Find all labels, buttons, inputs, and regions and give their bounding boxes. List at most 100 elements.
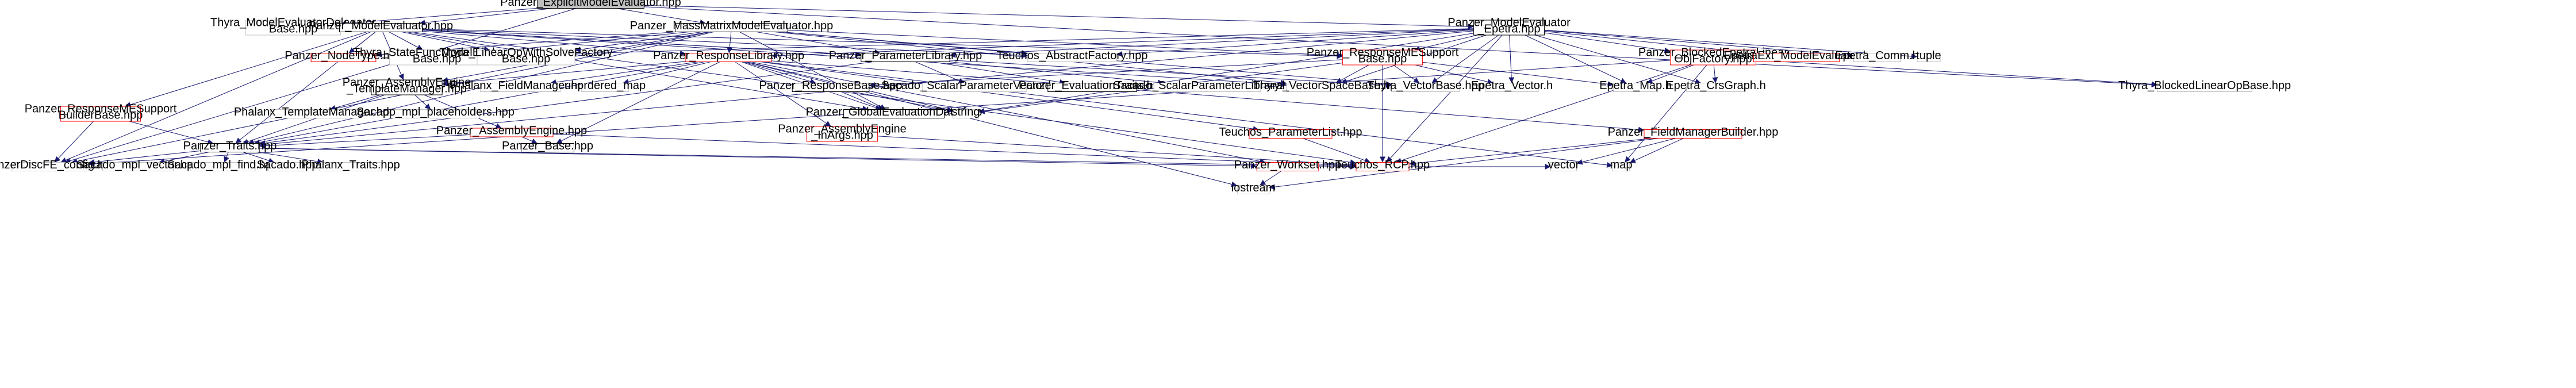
node-panzer-config[interactable]: PanzerDiscFE_config.hpp [0, 159, 117, 171]
node-unordered-map[interactable]: unordered_map [565, 79, 646, 92]
node-panzer-traits[interactable]: Panzer_Traits.hpp [183, 140, 277, 152]
node-box [1550, 162, 1577, 171]
node-box [675, 23, 788, 32]
node-node-type[interactable]: Panzer_NodeType.hpp [285, 49, 402, 62]
edge-massMatrix-to-responseLibrary [727, 32, 733, 53]
node-box [390, 109, 481, 118]
edge-epetraME-to-epetraMap [1525, 34, 1627, 83]
node-evaluation-traits[interactable]: Panzer_EvaluationTraits.hpp [1019, 79, 1166, 92]
edge-responseMESupport-to-thyraVectorSpace [1335, 64, 1369, 83]
node-mass-matrix[interactable]: Panzer_MassMatrixModelEvaluator.hpp [630, 20, 834, 32]
node-label: _TemplateManager.hpp [346, 83, 467, 95]
node-sacado-scalar-param-library[interactable]: Sacado_ScalarParameterLibrary.hpp [1113, 79, 1302, 92]
edge-epetraME-to-string [978, 33, 1474, 114]
edge-responseLibrary-to-phalanxFieldManager [550, 62, 699, 86]
node-sacado-mpl-placeholders[interactable]: Sacado_mpl_placeholders.hpp [356, 106, 515, 118]
node-epetra-crs-graph[interactable]: Epetra_CrsGraph.h [1666, 79, 1765, 92]
node-box [1644, 129, 1742, 139]
node-box [806, 126, 878, 142]
node-epetra-map[interactable]: Epetra_Map.h [1599, 79, 1672, 92]
node-box [480, 83, 560, 92]
node-epetra-vector[interactable]: Epetra_Vector.h [1471, 79, 1553, 92]
node-global-eval-data[interactable]: Panzer_GlobalEvaluationData.hpp [806, 106, 982, 118]
node-label: Base.hpp [269, 23, 318, 36]
node-string[interactable]: string [952, 106, 980, 118]
node-label: Panzer_NodeType.hpp [285, 49, 402, 62]
edge-responseLibrary-to-teuchosParamList [760, 62, 1259, 132]
node-sacado-mpl-find[interactable]: Sacado_mpl_find.hpp [167, 159, 278, 171]
dependency-nodes: Panzer_ExplicitModelEvaluator.hppThyra_M… [0, 0, 2291, 194]
node-label: Panzer_ResponseMESupport [25, 103, 177, 116]
node-sacado[interactable]: Sacado.hpp [257, 159, 318, 171]
node-epetra-m-e[interactable]: Panzer_ModelEvaluator_Epetra.hpp [1448, 17, 1571, 36]
node-teuchos-r-c-p[interactable]: Teuchos_RCP.hpp [1335, 159, 1430, 171]
node-label: Panzer_ResponseBase.hpp [759, 79, 902, 92]
node-box [1473, 20, 1545, 36]
node-epetra-comm[interactable]: Epetra_Comm.h [1835, 49, 1919, 62]
node-root[interactable]: Panzer_ExplicitModelEvaluator.hpp [500, 0, 681, 9]
node-tuple[interactable]: tuple [1916, 49, 1941, 62]
node-panzer-base[interactable]: Panzer_Base.hpp [502, 140, 593, 152]
edge-epetraME-to-paramLibrary [950, 29, 1474, 58]
node-thyra-vector-space[interactable]: Thyra_VectorSpaceBase.hpp [1253, 79, 1403, 92]
node-phalanx-field-manager[interactable]: Phalanx_FieldManager.hpp [450, 79, 590, 92]
node-response-base[interactable]: Panzer_ResponseBase.hpp [759, 79, 902, 92]
edge-panzerTraits-to-teuchosRCP [259, 148, 1357, 170]
node-assembly-in-args[interactable]: Panzer_AssemblyEngine_InArgs.hpp [778, 123, 906, 142]
edge-panzerTraits-to-sacadoMplVector [159, 152, 209, 164]
node-map[interactable]: map [1610, 159, 1633, 171]
node-abstract-factory[interactable]: Teuchos_AbstractFactory.hpp [996, 49, 1147, 62]
edge-paramLibrary-to-evaluationTraits [932, 62, 1066, 85]
edge-paramLibrary-to-sacadoScalarParamVector [915, 62, 965, 84]
node-field-manager-builder[interactable]: Panzer_FieldManagerBuilder.hpp [1608, 126, 1779, 139]
node-thyra-blocked-linear-op[interactable]: Thyra_BlockedLinearOpBase.hpp [2118, 79, 2291, 92]
edge-epetraME-to-thyraStateFunc [484, 28, 1474, 59]
edge-paramLibrary-to-panzerTraits [259, 62, 873, 146]
edge-responseMEBuilder-to-panzerConfig [54, 121, 94, 163]
edge-blockedEpetra-to-epetraCrsGraph [1712, 64, 1718, 83]
edge-fieldManagerBuilder-to-map [1629, 138, 1684, 163]
node-thyra-vector-base[interactable]: Thyra_VectorBase.hpp [1367, 79, 1484, 92]
edge-panzerME-to-thyraStateFunc [389, 32, 423, 51]
node-label: Sacado.hpp [257, 159, 318, 171]
node-box [1391, 83, 1460, 92]
node-panzer-workset[interactable]: Panzer_Workset.hpp [1234, 159, 1341, 171]
node-label: _Epetra.hpp [1477, 23, 1541, 36]
edge-responseLibrary-to-unorderedMap [623, 62, 711, 85]
node-label: string [952, 106, 980, 118]
node-label: Teuchos_AbstractFactory.hpp [996, 49, 1147, 62]
node-box [1853, 53, 1901, 62]
node-label: Epetra_Vector.h [1471, 79, 1553, 92]
node-phalanx-template-manager[interactable]: Phalanx_TemplateManager.hpp [234, 106, 396, 118]
edge-panzerME-to-panzerTraits [235, 32, 376, 144]
edge-panzerTraits-to-panzerWorkset [259, 148, 1257, 169]
node-sacado-scalar-param-vector[interactable]: Sacado_ScalarParameterVector.hpp [881, 79, 1068, 92]
node-iostream[interactable]: iostream [1231, 182, 1276, 194]
node-vector[interactable]: vector [1548, 159, 1580, 171]
node-teuchos-param-list[interactable]: Teuchos_ParameterList.hpp [1219, 126, 1362, 139]
node-label: Panzer_AssemblyEngine [778, 123, 906, 136]
edge-blockedEpetra-to-teuchosRCP [1395, 64, 1691, 164]
edge-assemblyTemplate-to-sacadoMplPlaceholders [414, 94, 431, 110]
edge-teuchosParamList-to-teuchosRCP [1302, 138, 1371, 163]
edge-massMatrix-to-responseMESupport [788, 30, 1343, 59]
node-box [1153, 83, 1261, 92]
node-sacado-mpl-vector[interactable]: Sacado_mpl_vector.hpp [76, 159, 200, 171]
node-epetra-ext-m-e[interactable]: EpetraExt_ModelEvaluator.h [1723, 49, 1869, 62]
node-panzer-m-e[interactable]: Panzer_ModelEvaluator.hpp [309, 20, 453, 32]
edge-responseMESupport-to-epetraMap [1422, 62, 1614, 87]
node-assembly-template[interactable]: Panzer_AssemblyEngine_TemplateManager.hp… [343, 76, 471, 95]
node-phalanx-traits[interactable]: Phalanx_Traits.hpp [301, 159, 400, 171]
edge-root-to-thyraDelegator [340, 7, 538, 26]
node-label: Epetra_Comm.h [1835, 49, 1919, 62]
node-label: Panzer_ModelEvaluator.hpp [309, 20, 453, 32]
node-assembly-engine[interactable]: Panzer_AssemblyEngine.hpp [436, 125, 587, 137]
node-param-library[interactable]: Panzer_ParameterLibrary.hpp [829, 49, 982, 62]
node-response-library[interactable]: Panzer_ResponseLibrary.hpp [653, 49, 804, 62]
node-label: Panzer_ModelEvaluator [1448, 17, 1571, 29]
